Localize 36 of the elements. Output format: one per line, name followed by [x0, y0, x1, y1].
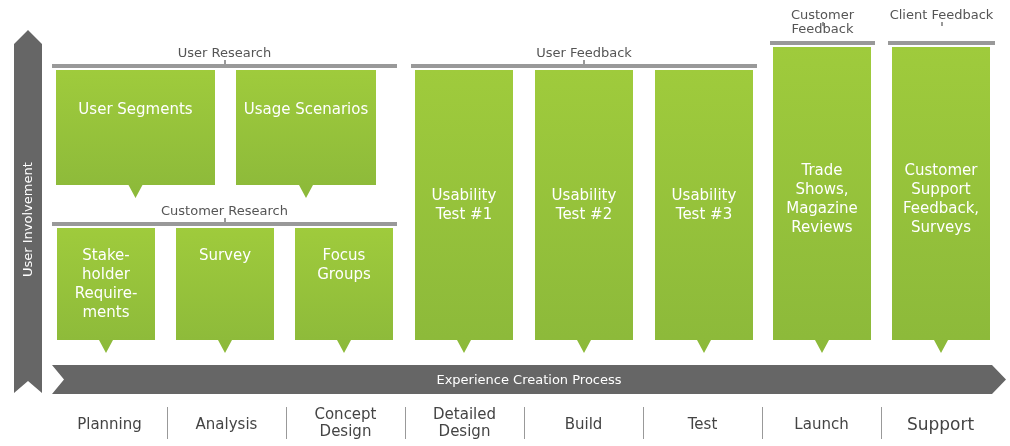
phase-label: Analysis — [194, 416, 259, 433]
phase-label: Concept Design — [313, 406, 378, 440]
callout-box — [295, 228, 393, 353]
group-heading: User Feedback — [535, 46, 633, 60]
box-text: Usage Scenarios — [242, 100, 370, 119]
involvement-arrow — [14, 30, 42, 393]
phase-label: Build — [563, 416, 604, 433]
arrow-label: User Involvement — [19, 161, 36, 280]
phase-label: Planning — [76, 416, 143, 433]
phase-label: Launch — [793, 416, 850, 433]
group-heading: Customer Feedback — [789, 8, 856, 36]
group-heading: Customer Research — [160, 204, 289, 218]
group-heading: User Research — [176, 46, 273, 60]
phase-label: Test — [686, 416, 719, 433]
box-text: Usability Test #1 — [430, 186, 498, 224]
arrow-label: Experience Creation Process — [435, 371, 623, 389]
box-text: Trade Shows, Magazine Reviews — [785, 161, 859, 237]
callout-box — [236, 70, 376, 198]
phase-label: Support — [905, 416, 976, 433]
box-text: Usability Test #3 — [670, 186, 738, 224]
callout-box — [655, 70, 753, 353]
box-text: Customer Support Feedback, Surveys — [901, 161, 981, 237]
box-text: Focus Groups — [316, 246, 372, 284]
box-text: Usability Test #2 — [550, 186, 618, 224]
callout-box — [56, 70, 215, 198]
phase-label: Detailed Design — [432, 406, 497, 440]
callout-box — [176, 228, 274, 353]
callout-box — [892, 47, 990, 353]
callout-box — [773, 47, 871, 353]
box-text: User Segments — [77, 100, 194, 119]
callout-box — [535, 70, 633, 353]
callout-box — [57, 228, 155, 353]
callout-box — [415, 70, 513, 353]
box-text: Survey — [197, 246, 253, 265]
group-heading: Client Feedback — [888, 8, 995, 22]
box-text: Stake- holder Require- ments — [73, 246, 139, 322]
